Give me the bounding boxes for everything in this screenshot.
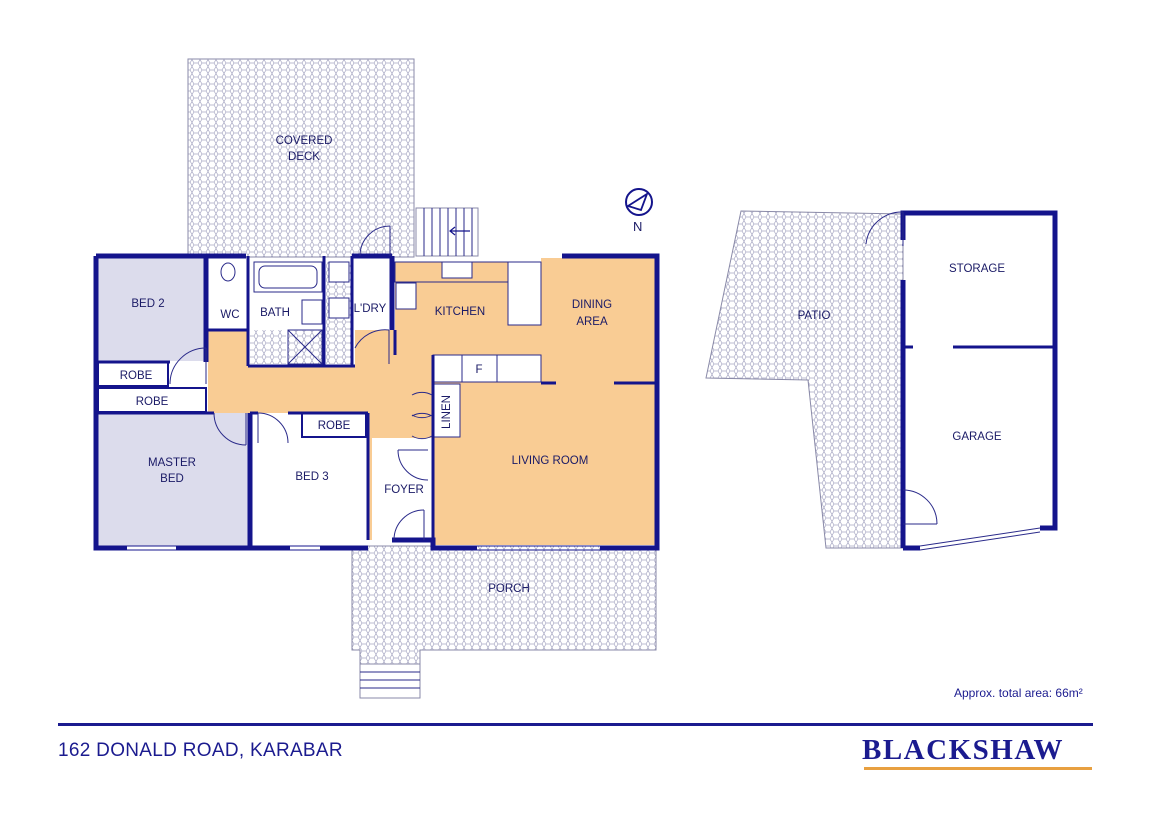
label-foyer: FOYER xyxy=(384,484,424,496)
label-robe-master: ROBE xyxy=(136,396,169,408)
label-bath: BATH xyxy=(260,307,290,319)
label-robe-bed3: ROBE xyxy=(318,420,351,432)
linen-cupboard xyxy=(432,383,461,438)
master-bed-fill xyxy=(98,413,250,546)
garage-doors xyxy=(865,211,1041,551)
brand-logo: BLACKSHAW xyxy=(862,734,1065,766)
deck-step-lines xyxy=(423,208,473,256)
compass-label: N xyxy=(633,219,642,234)
door-swings xyxy=(169,225,433,541)
porch-steps xyxy=(359,663,421,699)
label-covered-deck-1: COVERED xyxy=(276,135,333,147)
north-compass-icon xyxy=(625,188,653,216)
label-living-room: LIVING ROOM xyxy=(512,455,589,467)
patio-area xyxy=(705,210,904,549)
bed2-fill xyxy=(98,258,206,361)
house-walls xyxy=(93,253,660,551)
label-wc: WC xyxy=(220,309,239,321)
label-dining-1: DINING xyxy=(572,299,612,311)
fridge-cabinet xyxy=(432,354,542,383)
shower-cross-b xyxy=(287,329,323,365)
label-master-bed-1: MASTER xyxy=(148,457,196,469)
cooktop xyxy=(395,282,417,310)
bath-floor-tiles xyxy=(250,330,286,364)
property-address: 162 DONALD ROAD, KARABAR xyxy=(58,740,343,761)
laundry-washer xyxy=(328,297,350,319)
label-bed2: BED 2 xyxy=(131,298,164,310)
label-covered-deck-2: DECK xyxy=(288,151,320,163)
label-robe-bed2: ROBE xyxy=(120,370,153,382)
windows xyxy=(93,253,620,551)
deck-steps xyxy=(415,207,479,257)
label-porch: PORCH xyxy=(488,583,530,595)
footer-divider xyxy=(58,723,1093,726)
bath-tub-inner xyxy=(258,265,318,289)
porch-step-lines xyxy=(360,671,420,689)
deck-stair-arrow xyxy=(449,226,470,236)
label-dining-2: AREA xyxy=(576,316,608,328)
kitchen-sink xyxy=(441,261,473,279)
covered-deck-area xyxy=(187,58,415,258)
label-linen: LINEN xyxy=(441,395,453,429)
label-master-bed-2: BED xyxy=(160,473,184,485)
laundry-tub xyxy=(328,261,350,283)
kitchen-bench xyxy=(394,261,509,283)
label-kitchen: KITCHEN xyxy=(435,306,485,318)
toilet-bowl xyxy=(220,262,236,282)
label-bed3: BED 3 xyxy=(295,471,328,483)
label-storage: STORAGE xyxy=(949,263,1005,275)
total-area-note: Approx. total area: 66m² xyxy=(954,686,1083,700)
vanity xyxy=(301,299,323,325)
label-fridge: F xyxy=(475,364,482,376)
label-garage: GARAGE xyxy=(952,431,1002,443)
brand-underline xyxy=(864,767,1092,770)
label-laundry: L'DRY xyxy=(354,303,387,315)
kitchen-fill xyxy=(395,258,541,380)
interior-walls xyxy=(96,256,657,540)
kitchen-bench-area xyxy=(507,261,542,326)
label-patio: PATIO xyxy=(798,310,831,322)
